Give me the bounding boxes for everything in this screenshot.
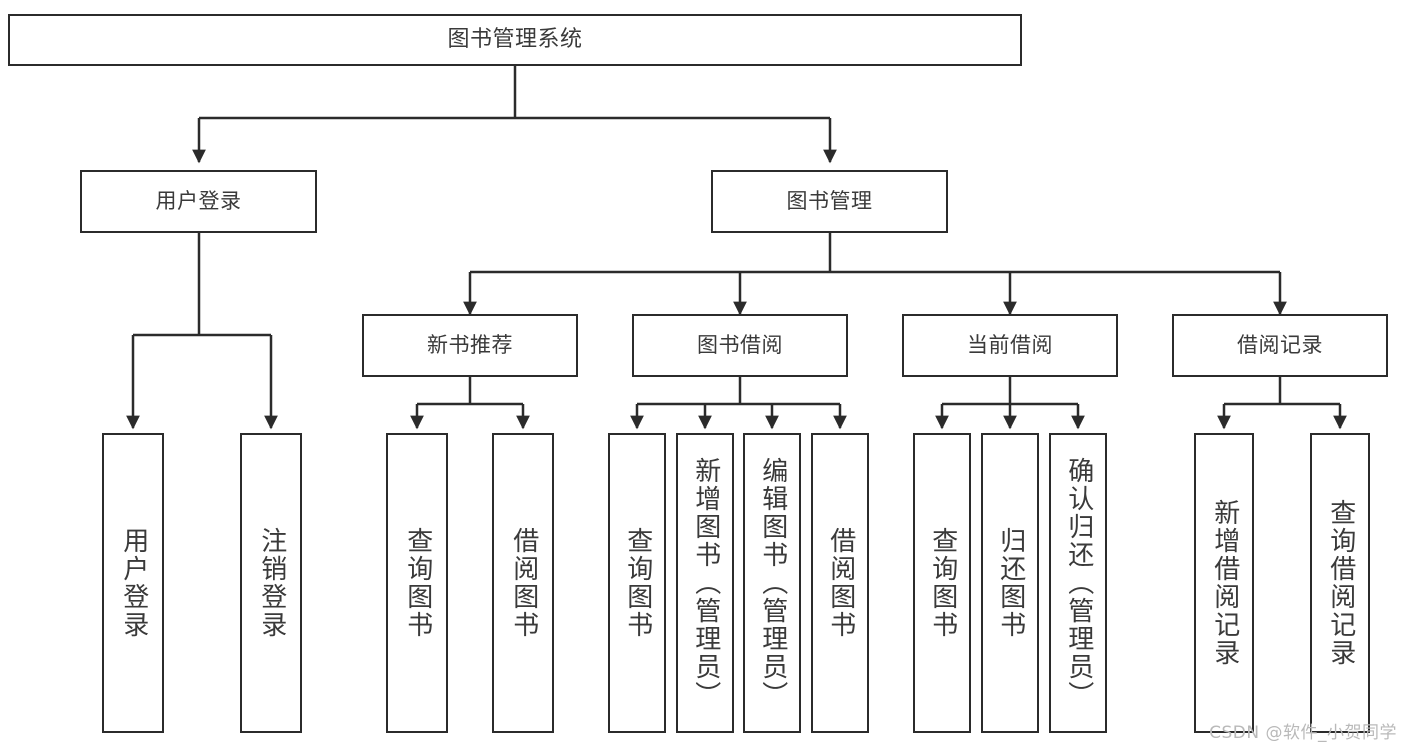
node-new-book-recommend[interactable]: 新书推荐 bbox=[362, 314, 578, 377]
node-label: 图书管理系统 bbox=[447, 26, 583, 52]
node-label: 编辑图书（管理员） bbox=[757, 457, 788, 709]
leaf-borrow-edit-book[interactable]: 编辑图书（管理员） bbox=[743, 433, 801, 733]
node-label: 图书管理 bbox=[786, 188, 873, 213]
node-current-borrow[interactable]: 当前借阅 bbox=[902, 314, 1118, 377]
leaf-current-query-book[interactable]: 查询图书 bbox=[913, 433, 971, 733]
node-root-system[interactable]: 图书管理系统 bbox=[8, 14, 1022, 66]
leaf-record-add[interactable]: 新增借阅记录 bbox=[1194, 433, 1254, 733]
node-label: 查询图书 bbox=[927, 527, 958, 639]
node-label: 查询借阅记录 bbox=[1325, 499, 1356, 667]
csdn-watermark: CSDN @软件_小贺同学 bbox=[1209, 723, 1397, 743]
node-label: 图书借阅 bbox=[697, 332, 783, 357]
node-book-management[interactable]: 图书管理 bbox=[711, 170, 948, 233]
node-label: 查询图书 bbox=[402, 527, 433, 639]
leaf-borrow-query-book[interactable]: 查询图书 bbox=[608, 433, 666, 733]
leaf-borrow-add-book[interactable]: 新增图书（管理员） bbox=[676, 433, 734, 733]
node-label: 用户登录 bbox=[118, 527, 149, 639]
node-label: 新书推荐 bbox=[427, 332, 513, 357]
leaf-user-logout[interactable]: 注销登录 bbox=[240, 433, 302, 733]
node-borrow-record[interactable]: 借阅记录 bbox=[1172, 314, 1388, 377]
leaf-new-book-borrow[interactable]: 借阅图书 bbox=[492, 433, 554, 733]
node-label: 注销登录 bbox=[256, 527, 287, 639]
leaf-borrow-borrow-book[interactable]: 借阅图书 bbox=[811, 433, 869, 733]
leaf-current-return-book[interactable]: 归还图书 bbox=[981, 433, 1039, 733]
node-label: 新增图书（管理员） bbox=[690, 457, 721, 709]
leaf-new-book-query[interactable]: 查询图书 bbox=[386, 433, 448, 733]
node-label: 借阅图书 bbox=[508, 527, 539, 639]
leaf-record-query[interactable]: 查询借阅记录 bbox=[1310, 433, 1370, 733]
node-label: 借阅记录 bbox=[1237, 332, 1323, 357]
node-label: 确认归还（管理员） bbox=[1063, 457, 1094, 709]
node-label: 借阅图书 bbox=[825, 527, 856, 639]
leaf-user-login[interactable]: 用户登录 bbox=[102, 433, 164, 733]
node-label: 查询图书 bbox=[622, 527, 653, 639]
node-label: 新增借阅记录 bbox=[1209, 499, 1240, 667]
node-label: 当前借阅 bbox=[967, 332, 1053, 357]
node-user-login[interactable]: 用户登录 bbox=[80, 170, 317, 233]
node-label: 归还图书 bbox=[995, 527, 1026, 639]
leaf-current-confirm-return[interactable]: 确认归还（管理员） bbox=[1049, 433, 1107, 733]
node-label: 用户登录 bbox=[155, 188, 242, 213]
node-book-borrow[interactable]: 图书借阅 bbox=[632, 314, 848, 377]
